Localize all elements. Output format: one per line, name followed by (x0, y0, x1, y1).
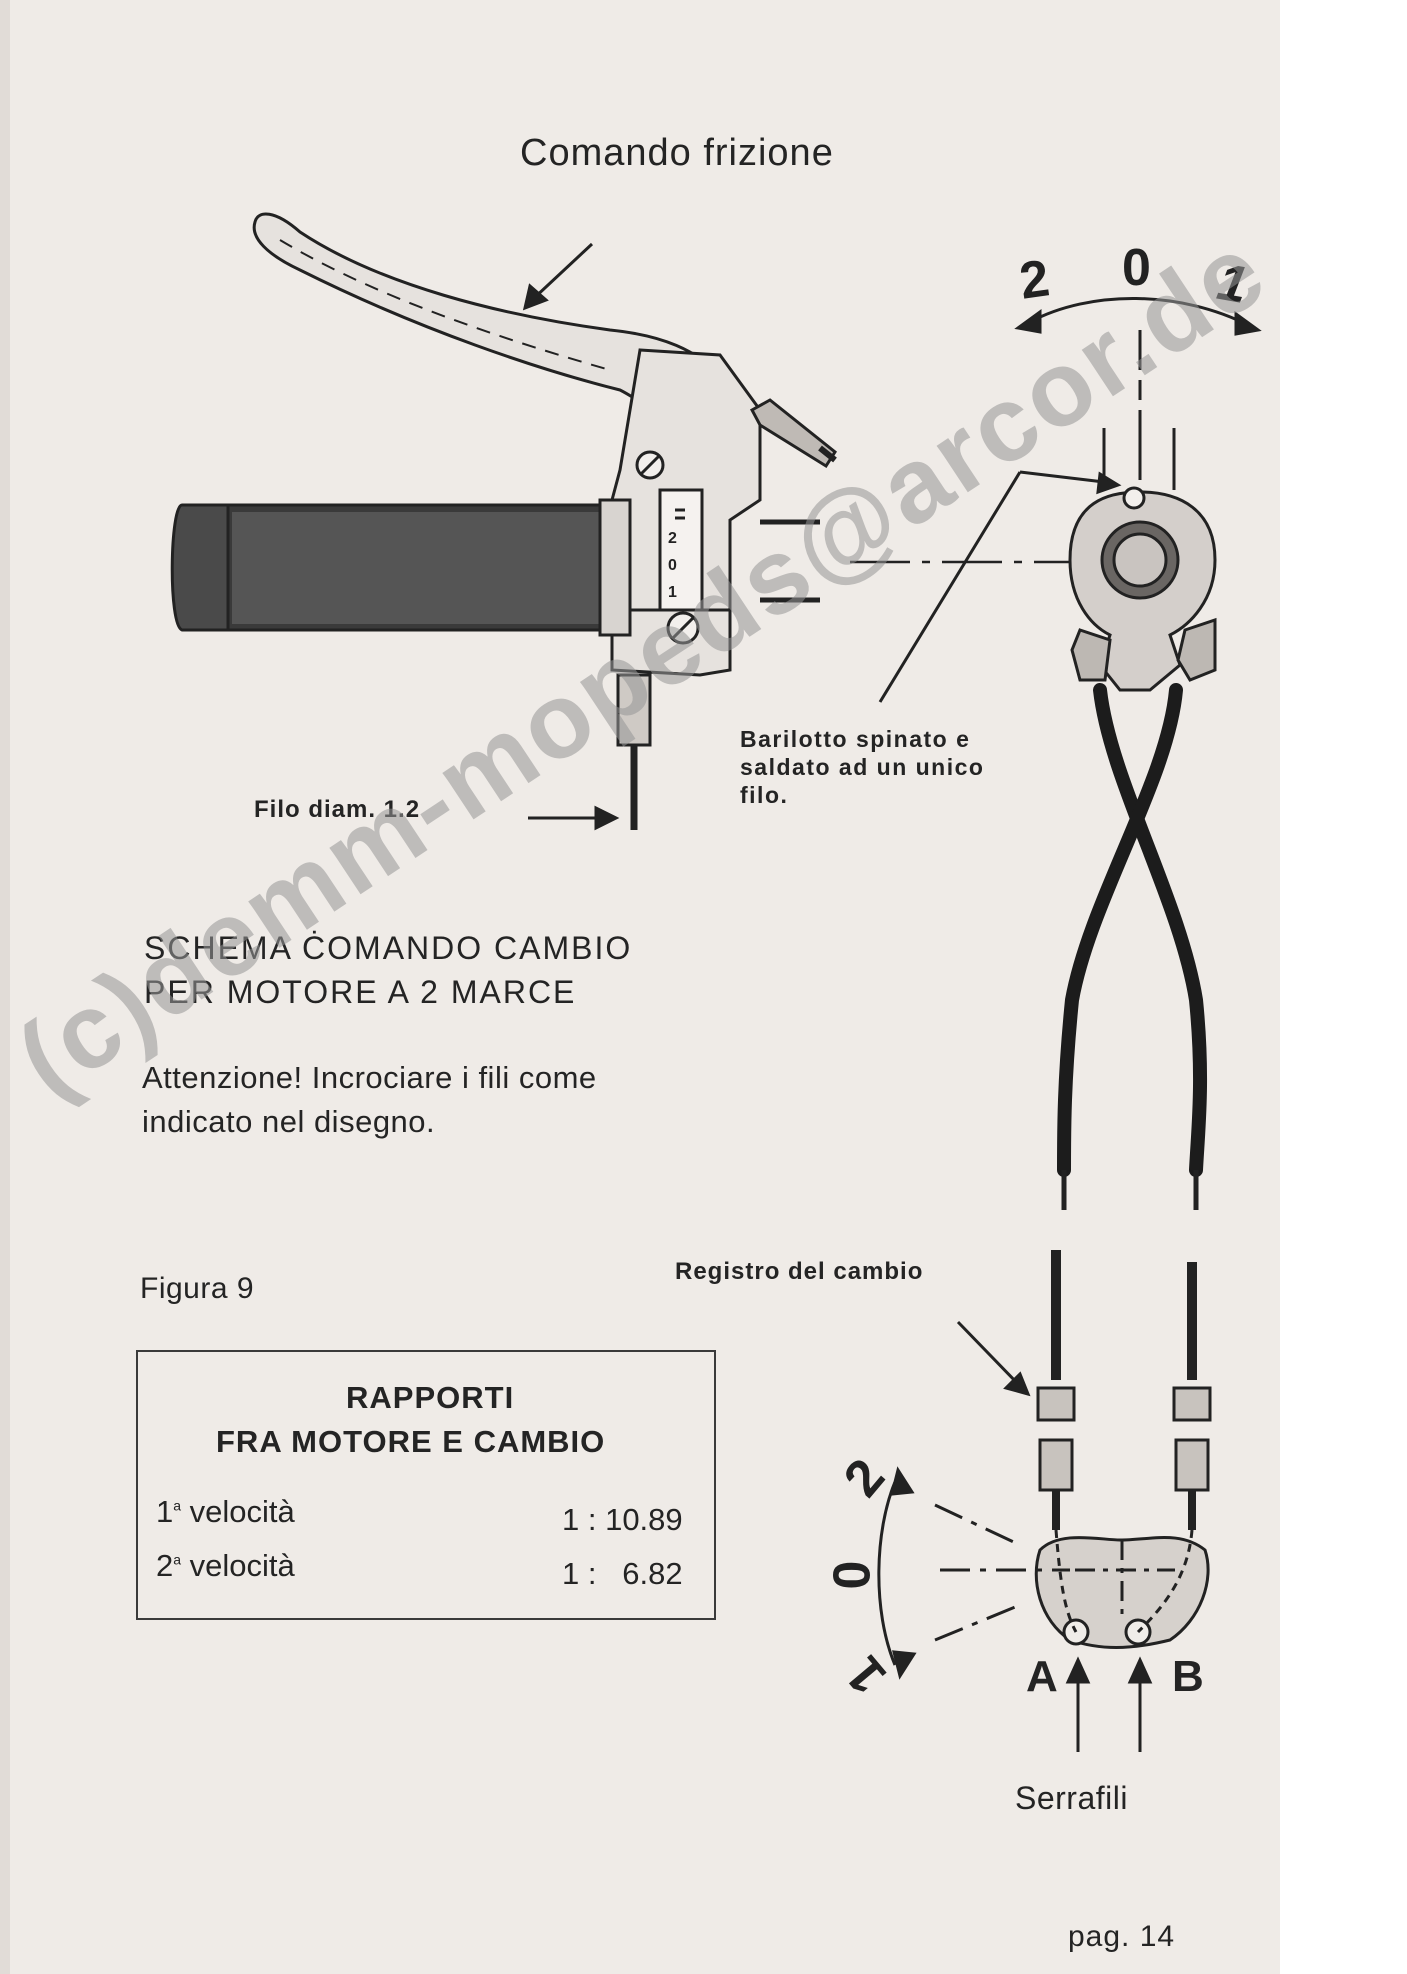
clutch-lever-illustration (170, 212, 837, 830)
ratios-table-frame (136, 1350, 716, 1620)
grip-scale-0: 0 (668, 557, 677, 574)
lever-arrow-line (530, 242, 594, 302)
barrel-leader-line (878, 471, 1022, 703)
adjuster-tip (818, 445, 837, 463)
cable-ends (1061, 1170, 1199, 1210)
ray-bottom (934, 1603, 1021, 1642)
ratio-row-1-text: velocità (189, 1494, 295, 1529)
register-arrow-line (956, 1320, 1020, 1386)
ray-top (934, 1503, 1021, 1547)
cable-left-to-right (1093, 683, 1208, 1177)
attention-line-2: indicato nel disegno. (142, 1104, 436, 1139)
ratio-row-1-label: 1a velocità (156, 1494, 295, 1530)
cable-outlet-right (1176, 617, 1217, 682)
grip-scale: 2 0 1 (668, 530, 677, 601)
dial-arrow-right (1234, 311, 1262, 336)
ratio-row-2-suffix: a (173, 1551, 182, 1568)
dial-bottom-arrow-bottom (892, 1650, 917, 1680)
clamp-label-b: B (1172, 1652, 1204, 1701)
grip-scale-2: 2 (668, 530, 677, 547)
pointer-arrows (522, 242, 1153, 1752)
page-number: pag. 14 (1068, 1920, 1176, 1953)
register-label: Registro del cambio (675, 1258, 924, 1285)
gear-scale-window (658, 488, 704, 632)
barrel-note-line-3: filo. (740, 782, 789, 808)
cable-right-to-left (1057, 683, 1183, 1177)
wire-diameter-label: Filo diam. 1.2 (254, 796, 421, 823)
schema-heading-line-2: PER MOTORE A 2 MARCE (144, 974, 577, 1010)
cable-loop-a (1054, 1529, 1078, 1633)
adjuster-barrel-left (1038, 1438, 1074, 1492)
gearbox-selector (1034, 1250, 1212, 1649)
adjuster-barrel-right (1174, 1438, 1210, 1492)
barrel-leader-line-2 (1019, 470, 1105, 484)
cable-adjuster (749, 398, 837, 469)
ratios-title-line-2: FRA MOTORE E CAMBIO (216, 1424, 606, 1459)
grip-scale-1: 1 (668, 584, 677, 601)
housing-lower-body (610, 608, 732, 677)
attention-line-1: Attenzione! Incrociare i fili come (142, 1060, 597, 1095)
page-title: Comando frizione (520, 132, 834, 174)
dial-arrow-left (1014, 309, 1042, 334)
crossed-cables (1057, 683, 1208, 1177)
ratio-row-1-ordinal: 1 (156, 1494, 174, 1529)
paper-edge-shadow (0, 0, 10, 1974)
dial-arc-bottom (877, 1481, 897, 1666)
grip-end-cap (170, 503, 230, 632)
cable-outlet-left (1070, 628, 1112, 682)
schema-heading-line-1: SCHEMA ĊOMANDO CAMBIO (144, 930, 633, 966)
dial-top-label-0: 0 (1122, 239, 1151, 297)
barrel-note-line-1: Barilotto spinato e (740, 726, 971, 752)
ratio-row-1-value: 1 : 10.89 (562, 1502, 683, 1537)
lever-dash (279, 239, 611, 371)
adjuster-nut-right (1172, 1386, 1212, 1422)
ratio-row-2-label: 2a velocità (156, 1548, 295, 1584)
cable-loop-b (1136, 1529, 1194, 1634)
wire-arrow-head (594, 805, 620, 831)
register-arrow-head (1003, 1371, 1031, 1397)
shift-dial-bottom (877, 1466, 1070, 1680)
serrafili-arrow-head-b (1127, 1656, 1153, 1684)
shift-dial-top (850, 297, 1262, 564)
dial-bottom-label-0: 0 (823, 1560, 882, 1590)
ratio-row-1-suffix: a (173, 1497, 182, 1514)
grip-bore-inner (1112, 532, 1168, 588)
barrel-nipple (1122, 486, 1146, 510)
paper-sheet (0, 0, 1280, 1974)
dial-arc-top (1029, 297, 1251, 328)
serrafili-arrow-head-a (1065, 1656, 1091, 1684)
figure-label: Figura 9 (140, 1272, 255, 1305)
clamps-label: Serrafili (1015, 1780, 1128, 1816)
barrel-arrow-head (1096, 471, 1122, 495)
dial-bottom-arrow-top (890, 1466, 915, 1496)
ratio-row-2-text: velocità (189, 1548, 295, 1583)
clamp-label-a: A (1026, 1652, 1058, 1701)
twist-grip-section (1068, 486, 1217, 692)
screw-slot-bottom (671, 616, 695, 640)
ratio-row-2-value: 1 : 6.82 (562, 1556, 683, 1591)
ratio-row-2-ordinal: 2 (156, 1548, 174, 1583)
grip-collar (598, 498, 632, 637)
lever-arrow-head (522, 283, 549, 311)
cable-ferrule (616, 673, 652, 747)
adjuster-nut-left (1036, 1386, 1076, 1422)
barrel-note-line-2: saldato ad un unico (740, 754, 985, 780)
screw-slot-top (639, 454, 661, 476)
ratios-title-line-1: RAPPORTI (346, 1380, 515, 1415)
grip-texture (232, 512, 604, 624)
